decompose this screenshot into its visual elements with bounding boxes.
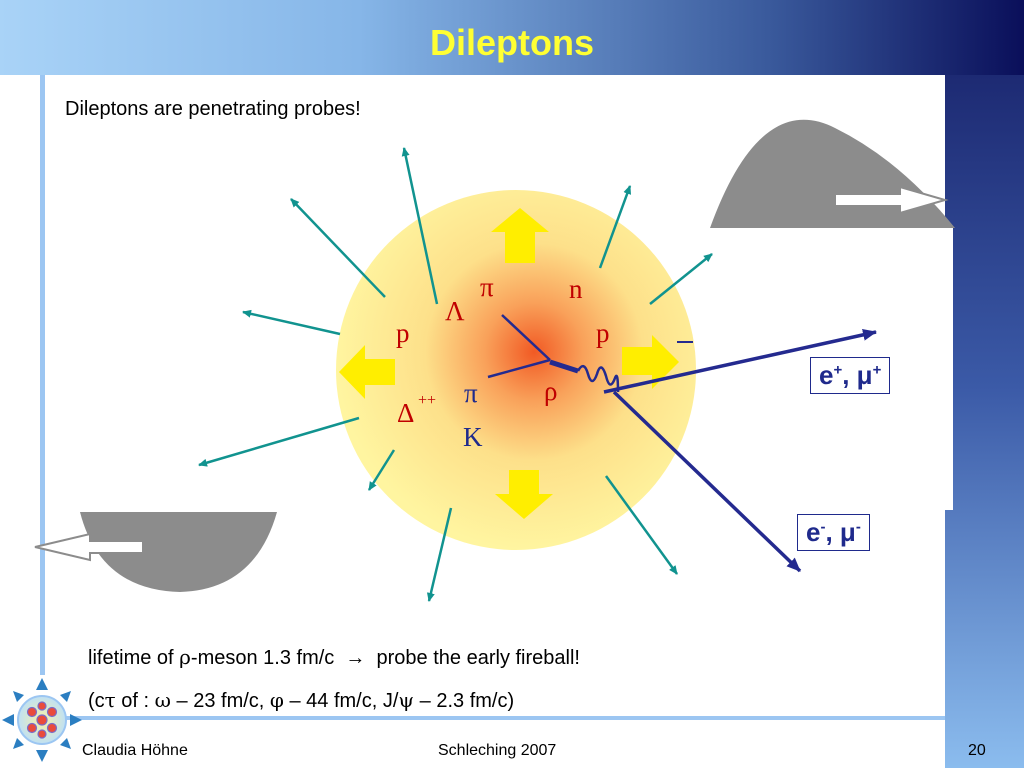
label-delta: Δ (397, 398, 414, 428)
footer (0, 720, 945, 768)
fragment-arrow-left (34, 532, 144, 562)
pion-track-mid (487, 358, 551, 379)
label-pion-mid: π (464, 378, 478, 408)
label-proton-left: p (396, 318, 410, 348)
expansion-arrow-right (622, 335, 679, 389)
negative-leptons-box: e-, μ- (797, 514, 870, 551)
caption-lifetime: lifetime of ρ-meson 1.3 fm/c → probe the… (88, 645, 580, 669)
caption-ctau: (cτ of : ω – 23 fm/c, φ – 44 fm/c, J/ψ –… (88, 688, 515, 712)
hadron-track (242, 309, 341, 336)
expansion-arrow-left (339, 345, 395, 399)
right-gradient-panel (945, 75, 1024, 768)
title-bar (0, 0, 1024, 75)
bottom-accent-bar (40, 716, 945, 720)
left-accent-bar (40, 75, 45, 675)
fragment-lower-left (80, 512, 277, 592)
positive-lepton-track (603, 328, 877, 394)
hadron-track (367, 449, 396, 491)
fragment-upper-right (710, 119, 955, 228)
footer-page-number: 20 (968, 742, 986, 759)
label-delta-charge: ++ (418, 392, 436, 409)
fragment-arrow-right (834, 185, 949, 215)
logo-icon (2, 678, 82, 762)
expansion-arrow-up (491, 208, 549, 263)
label-rho: ρ (544, 376, 557, 406)
label-lambda: Λ (445, 296, 465, 326)
label-proton-right: p (596, 318, 610, 348)
rho-vertex (549, 359, 579, 374)
footer-event: Schleching 2007 (438, 742, 557, 759)
virtual-photon (576, 365, 620, 393)
hadron-track (649, 253, 713, 305)
hadron-tracks (198, 147, 713, 602)
pion-track-top (501, 314, 551, 361)
label-kaon: K (463, 422, 483, 452)
hadron-track (290, 198, 386, 298)
negative-lepton-track (612, 390, 802, 573)
hadron-track (198, 416, 360, 467)
hadron-track (598, 185, 632, 269)
intro-text: Dileptons are penetrating probes! (65, 98, 361, 120)
label-neutron: n (569, 274, 583, 304)
footer-author: Claudia Höhne (82, 742, 188, 759)
hadron-track (401, 147, 439, 305)
label-pion-top: π (480, 272, 494, 302)
expansion-arrow-down (495, 470, 553, 519)
hadron-track (426, 507, 453, 602)
hadron-track (604, 475, 679, 575)
positive-leptons-box: e+, μ+ (810, 357, 891, 394)
slide-title: Dileptons (429, 22, 594, 63)
